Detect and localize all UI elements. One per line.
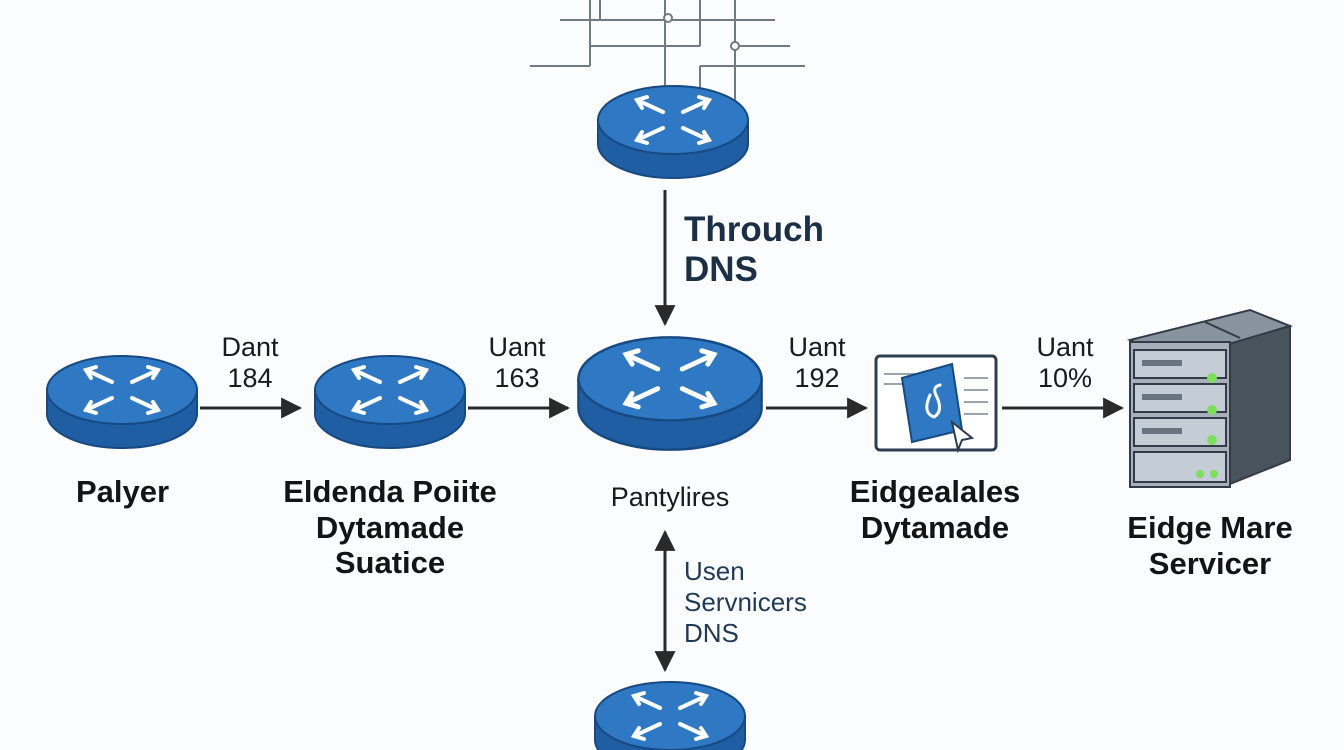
node-label-center: Pantylires	[610, 482, 730, 512]
edge-label-player-to-edge: Dant 184	[221, 332, 279, 394]
circuit-lines	[530, 0, 805, 100]
document-icon	[874, 354, 998, 454]
node-label-edge-server: Eidge Mare Servicer	[1127, 510, 1293, 581]
node-label-edge-point: Eldenda Poiite Dytamade Suatice	[283, 474, 497, 581]
router-icon	[578, 337, 761, 449]
router-icon	[313, 354, 467, 450]
node-label-player: Palyer	[75, 474, 170, 509]
connection-arrows	[200, 190, 1125, 673]
router-icon	[593, 680, 747, 750]
node-label-edge-dytamade: Eidgealales Dytamade	[849, 474, 1021, 545]
edge-label-dytamade-to-server: Uant 10%	[1036, 332, 1094, 394]
router-icon	[596, 84, 750, 180]
server-icon	[1126, 308, 1294, 488]
edge-label-center-bottom: Usen Servnicers DNS	[684, 556, 807, 649]
edge-label-top-to-center: Throuch DNS	[684, 210, 824, 290]
edge-label-edge-to-center: Uant 163	[488, 332, 546, 394]
router-icon	[45, 354, 199, 450]
edge-label-center-to-dytamade: Uant 192	[788, 332, 846, 394]
